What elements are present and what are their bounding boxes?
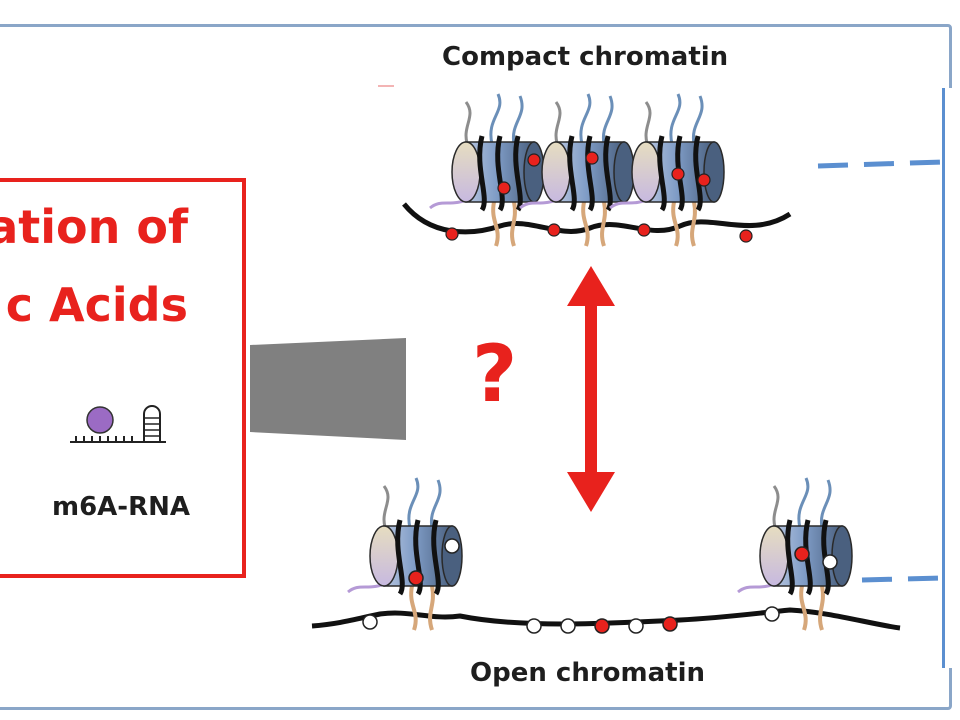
- m6a-modification-panel: ation of c Acids m6A-RNA: [0, 178, 246, 578]
- compact-dna-strand: [402, 202, 792, 235]
- open-methyl-marks: [362, 538, 838, 634]
- m6a-rna-icon: [70, 405, 166, 443]
- right-panel-edge: [942, 88, 960, 668]
- question-mark: ?: [472, 330, 518, 420]
- dashed-link-top: [817, 159, 943, 169]
- panel-title-line-2: c Acids: [5, 278, 188, 332]
- panel-title-line-1: ation of: [0, 200, 188, 254]
- nucleosome-icon: [348, 478, 462, 630]
- dashed-link-bottom: [861, 575, 943, 583]
- double-arrow-icon: [567, 266, 615, 512]
- compact-methyl-marks: [445, 151, 753, 243]
- m6a-rna-label: m6A-RNA: [52, 492, 190, 522]
- connector-wedge: [250, 338, 406, 440]
- compact-chromatin-label: Compact chromatin: [442, 42, 729, 72]
- open-dna-strand: [311, 607, 901, 631]
- open-chromatin-label: Open chromatin: [470, 658, 706, 688]
